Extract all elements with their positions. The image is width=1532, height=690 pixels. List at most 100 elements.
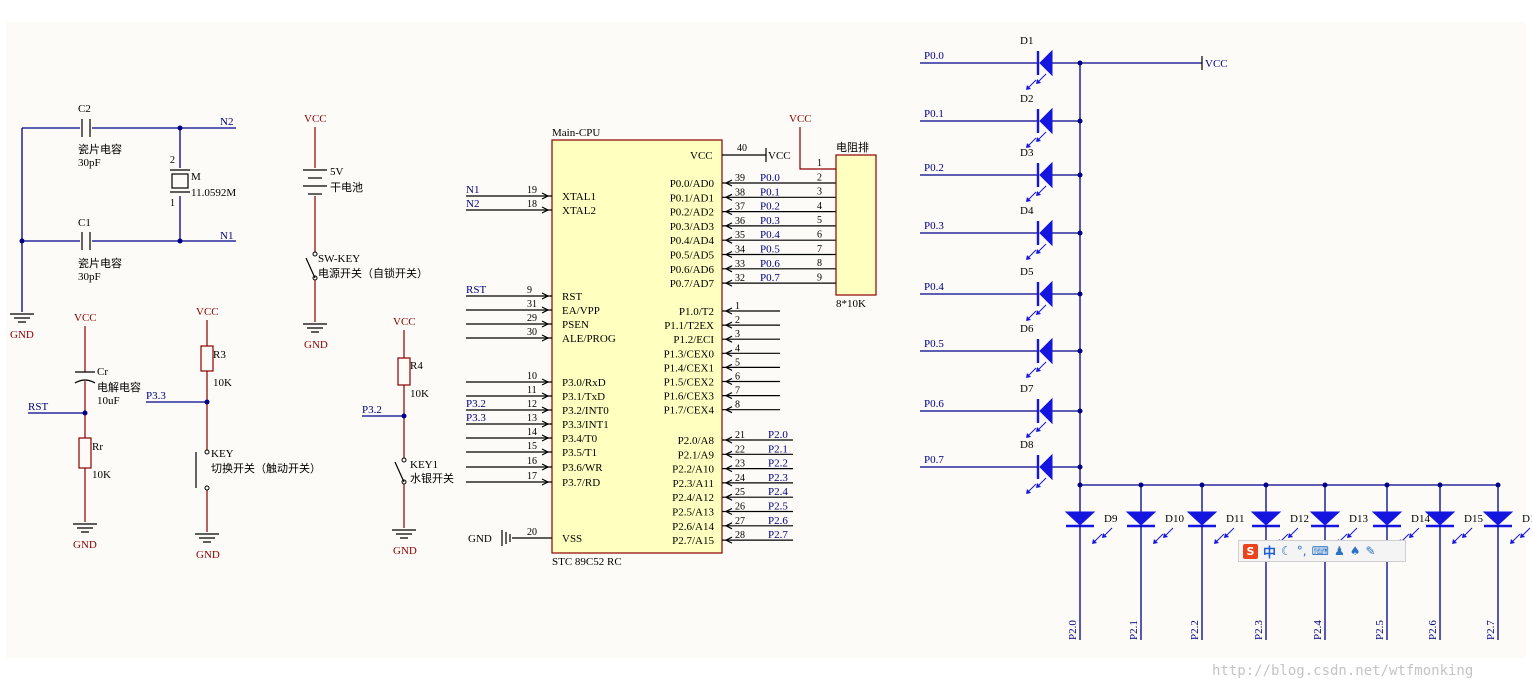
mcu-pin-arrow: [724, 236, 733, 244]
mcu-pin-name: VSS: [562, 533, 582, 545]
rpack-pin-number: 8: [817, 258, 822, 269]
junction-dot: [1077, 291, 1083, 297]
user-icon[interactable]: ♟: [1333, 544, 1345, 558]
skin-shirt-icon[interactable]: ♠: [1349, 544, 1361, 558]
mcu-pin-number: 7: [735, 386, 740, 397]
led-net-label: P2.2: [1189, 620, 1201, 640]
led-light-arrow: [1510, 539, 1515, 544]
mcu-pin-number: 16: [527, 456, 537, 467]
rpack-name: 电阻排: [836, 140, 869, 154]
mcu-pin-number: 29: [527, 313, 537, 324]
sogou-logo-icon[interactable]: S: [1243, 543, 1258, 559]
led-light-arrow: [1026, 143, 1031, 148]
power-gnd-label: GND: [304, 339, 328, 351]
mcu-pin-net: VCC: [768, 150, 791, 162]
mcu-pin-number: 3: [735, 329, 740, 340]
mcu-pin-name: P1.7/CEX4: [664, 405, 715, 417]
led-light-arrow: [1026, 255, 1031, 260]
mcu-pin-name: P1.0/T2: [679, 306, 714, 318]
rpack-pin-number: 6: [817, 230, 822, 241]
mcu-pin-number: 31: [527, 299, 537, 310]
led-body: [1039, 280, 1053, 308]
led-body: [1039, 397, 1053, 425]
led-light-arrow: [1026, 316, 1031, 321]
mcu-body: [551, 139, 723, 554]
keyboard-icon[interactable]: ⌨: [1311, 544, 1329, 558]
key-gnd-label: GND: [196, 549, 220, 561]
mcu-pin-number: 9: [527, 285, 532, 296]
led-column: VCC P0.0D1P0.1D2P0.2D3P0.3D4P0.4D5P0.5D6…: [920, 35, 1228, 494]
mcu-pin-arrow: [541, 306, 550, 314]
led-light-arrow: [1224, 533, 1229, 538]
mcu-pin-number: 21: [735, 430, 745, 441]
led-light-arrow: [1153, 539, 1158, 544]
led-light-ray: [1521, 527, 1531, 537]
led-ref: D2: [1020, 93, 1033, 105]
led-light-ray: [1453, 533, 1463, 543]
c1-value: 30pF: [78, 271, 101, 283]
mcu-pin-name: P3.4/T0: [562, 433, 598, 445]
led-ref: D9: [1104, 513, 1118, 525]
led-net-label: P2.5: [1374, 620, 1386, 640]
led-light-ray: [1027, 191, 1037, 201]
reset-net-label: RST: [28, 401, 48, 413]
led-light-ray: [1027, 79, 1037, 89]
led-light-ray: [1225, 527, 1235, 537]
led-body: [1125, 511, 1157, 526]
led-net-label: P0.7: [924, 454, 944, 466]
mcu-pin-name: P2.5/A13: [672, 507, 714, 519]
key-circuit: VCC R3 10K P3.3 KEY 切换开关（触动开关） GND: [146, 306, 321, 561]
led-net-label: P2.6: [1427, 620, 1439, 640]
half-width-moon-icon[interactable]: ☾: [1281, 544, 1292, 558]
mcu-pin-name: XTAL2: [562, 205, 596, 217]
mcu-pin-arrow: [724, 377, 733, 386]
ime-toolbar[interactable]: S 中 ☾ °, ⌨ ♟ ♠ ✎: [1238, 540, 1406, 562]
led-ref: D13: [1349, 513, 1368, 525]
led-net-label: P2.7: [1485, 620, 1497, 640]
led-ref: D6: [1020, 323, 1034, 335]
mcu-pin-net: N1: [466, 184, 479, 196]
led-net-label: P2.1: [1128, 620, 1140, 640]
mcu-pin-net: P2.2: [768, 458, 788, 470]
mcu-pin-arrow: [724, 406, 733, 414]
mcu-pin-number: 33: [735, 259, 745, 270]
mcu-pin-net: P2.0: [768, 429, 788, 441]
mcu-pin-number: 26: [735, 502, 745, 513]
led-light-ray: [1463, 527, 1473, 537]
mcu-pin-name: P2.2/A10: [672, 464, 714, 476]
led-light-arrow: [1026, 433, 1031, 438]
led-light-arrow: [1520, 533, 1525, 538]
led-light-arrow: [1288, 533, 1293, 538]
crystal-circuit: C2 瓷片电容 30pF C1 瓷片电容 30pF M 11.0592M 2 1…: [10, 103, 236, 341]
led-net-label: P0.4: [924, 281, 944, 293]
mcu-pin-net: P2.3: [768, 472, 788, 484]
mcu-pin-name: P0.3/AD3: [670, 221, 715, 233]
rpack-pin-number: 9: [817, 272, 822, 283]
chinese-mode-button[interactable]: 中: [1263, 545, 1277, 561]
mcu-pin-name: P0.6/AD6: [670, 264, 715, 276]
settings-wrench-icon[interactable]: ✎: [1365, 544, 1376, 558]
led-light-ray: [1289, 527, 1299, 537]
led-light-ray: [1037, 185, 1047, 195]
mcu-pin-number: 37: [735, 202, 745, 213]
led-light-arrow: [1036, 137, 1041, 142]
led-body: [1186, 511, 1218, 526]
led-body: [1371, 511, 1403, 526]
led-light-ray: [1027, 310, 1037, 320]
mcu-pin-arrow: [541, 406, 550, 414]
led-light-arrow: [1036, 191, 1041, 196]
mcu-pin-arrow: [541, 378, 550, 386]
mcu-pin-arrow: [724, 349, 733, 357]
mcu-pin-name: ALE/PROG: [562, 333, 616, 345]
junction-dot: [1077, 464, 1083, 470]
led-light-ray: [1037, 73, 1047, 83]
battery-value: 5V: [330, 166, 344, 178]
led-row: D9P2.0D10P2.1D11P2.2D12P2.3D13P2.4D14P2.…: [1064, 482, 1532, 640]
punctuation-icon[interactable]: °,: [1296, 544, 1307, 558]
reset-cap-value: 10uF: [97, 395, 120, 407]
mcu-pin-arrow: [541, 478, 550, 486]
led-light-arrow: [1409, 533, 1414, 538]
power-circuit: VCC 5V 干电池 SW-KEY 电源开关（自锁开关） GND: [303, 113, 428, 351]
